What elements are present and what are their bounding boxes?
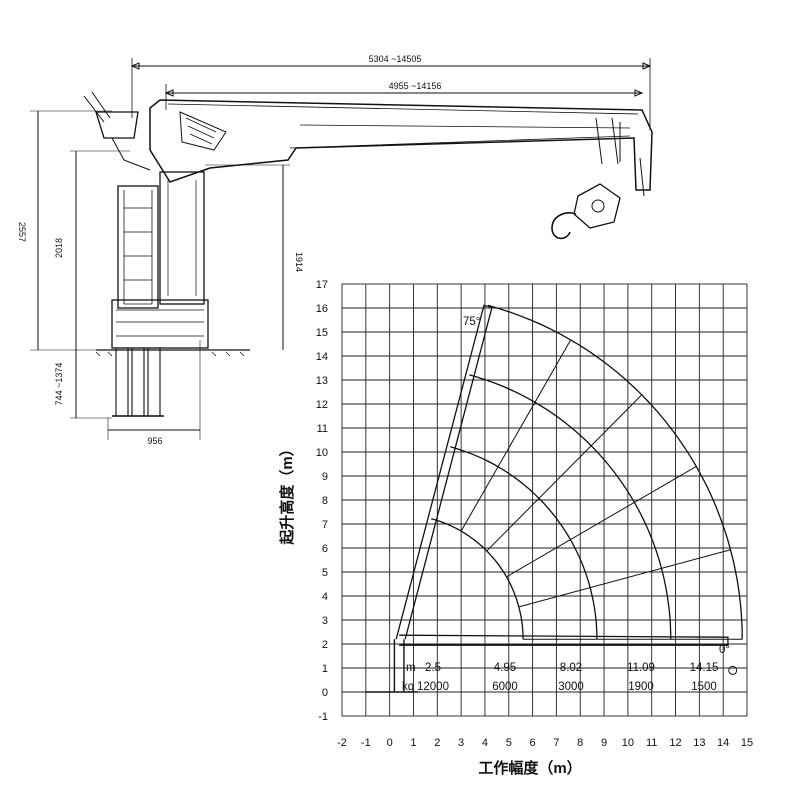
y-tick-label: 4 — [322, 591, 328, 603]
capacity-load-value: 6000 — [492, 681, 518, 693]
x-tick-label: 4 — [482, 737, 488, 749]
y-tick-label: 0 — [322, 687, 328, 699]
x-tick-label: 15 — [741, 737, 753, 749]
capacity-radius-value: 8.02 — [560, 662, 582, 674]
outrigger-depth-label: 744 ~1374 — [54, 363, 64, 406]
y-tick-label: 3 — [322, 615, 328, 627]
x-tick-label: 1 — [410, 737, 416, 749]
x-tick-label: 13 — [693, 737, 705, 749]
height-dimensions: 2557 2018 1914 744 ~1374 956 — [17, 110, 304, 446]
x-tick-label: -2 — [337, 737, 347, 749]
capacity-radius-value: 2.5 — [425, 662, 441, 674]
x-axis-title: 工作幅度（m） — [478, 759, 581, 777]
x-tick-label: 3 — [458, 737, 464, 749]
capacity-load-value: 1500 — [691, 681, 717, 693]
crane-column — [83, 91, 209, 417]
y-tick-label: 16 — [316, 303, 328, 315]
x-tick-label: 11 — [646, 737, 657, 749]
reach-arcs — [431, 304, 743, 640]
reach-arc — [431, 518, 524, 640]
boom-raised-75 — [395, 304, 493, 640]
radius-unit-label: m — [406, 662, 416, 674]
y-tick-label: -1 — [318, 711, 328, 723]
x-tick-label: -1 — [361, 737, 371, 749]
y-tick-label: 12 — [316, 399, 328, 411]
x-tick-label: 8 — [577, 737, 583, 749]
angle-label-75: 75° — [463, 316, 480, 328]
reach-arc — [469, 374, 672, 640]
crane-base-outline — [365, 639, 419, 693]
hook-outline — [728, 665, 738, 675]
boom-lowered-0 — [399, 634, 729, 646]
y-tick-label: 2 — [322, 639, 328, 651]
x-tick-label: 0 — [387, 737, 393, 749]
y-tick-label: 17 — [316, 279, 328, 291]
base-width-label: 956 — [147, 436, 162, 446]
capacity-load-value: 12000 — [417, 681, 449, 693]
angle-ray — [518, 549, 731, 608]
y-tick-label: 9 — [322, 471, 328, 483]
y-tick-label: 10 — [316, 447, 328, 459]
boom-pivot-height-label: 1914 — [294, 252, 304, 272]
overall-height-label: 2557 — [17, 222, 27, 242]
capacity-radius-value: 14.15 — [690, 662, 719, 674]
y-tick-label: 6 — [322, 543, 328, 555]
capacity-table: m kg 2.5 4.95 8.02 11.09 14.15 12000 6000 3000 1… — [402, 662, 718, 693]
crane-elevation-drawing: 5304 ~14505 4955 ~14156 2557 2018 1914 7… — [17, 54, 653, 446]
x-tick-label: 14 — [717, 737, 729, 749]
y-tick-label: 14 — [316, 351, 328, 363]
boom-reach-dimension: 5304 ~14505 4955 ~14156 — [130, 54, 652, 130]
reach-arc — [450, 446, 598, 640]
y-tick-label: 7 — [322, 519, 328, 531]
boom-reach-inner-label: 4955 ~14156 — [389, 81, 442, 91]
y-tick-label: 8 — [322, 495, 328, 507]
x-tick-label: 2 — [434, 737, 440, 749]
y-tick-label: 11 — [317, 423, 328, 435]
y-tick-label: 15 — [316, 327, 328, 339]
capacity-radius-value: 4.95 — [494, 662, 516, 674]
reach-arc — [487, 304, 743, 640]
load-unit-label: kg — [402, 681, 414, 693]
crane-boom — [149, 99, 653, 240]
x-tick-label: 12 — [669, 737, 681, 749]
angle-ray — [486, 394, 643, 552]
capacity-load-value: 3000 — [558, 681, 584, 693]
capacity-radius-value: 11.09 — [627, 662, 655, 674]
angle-label-0: 0° — [719, 644, 730, 656]
x-tick-label: 6 — [530, 737, 536, 749]
x-tick-label: 7 — [553, 737, 559, 749]
chart-grid — [341, 283, 748, 717]
angle-ray — [460, 339, 572, 532]
y-tick-label: 1 — [322, 663, 328, 675]
y-tick-label: 13 — [316, 375, 328, 387]
y-tick-label: 5 — [322, 567, 328, 579]
chart-boom-outline — [365, 304, 738, 693]
angle-rays — [460, 339, 743, 640]
column-height-label: 2018 — [54, 238, 64, 258]
angle-ray — [506, 465, 697, 578]
y-axis-title: 起升高度（m） — [278, 441, 296, 545]
x-tick-label: 9 — [601, 737, 607, 749]
capacity-load-value: 1900 — [628, 681, 654, 693]
x-tick-label: 5 — [506, 737, 512, 749]
boom-reach-total-label: 5304 ~14505 — [369, 54, 422, 64]
x-tick-label: 10 — [622, 737, 634, 749]
